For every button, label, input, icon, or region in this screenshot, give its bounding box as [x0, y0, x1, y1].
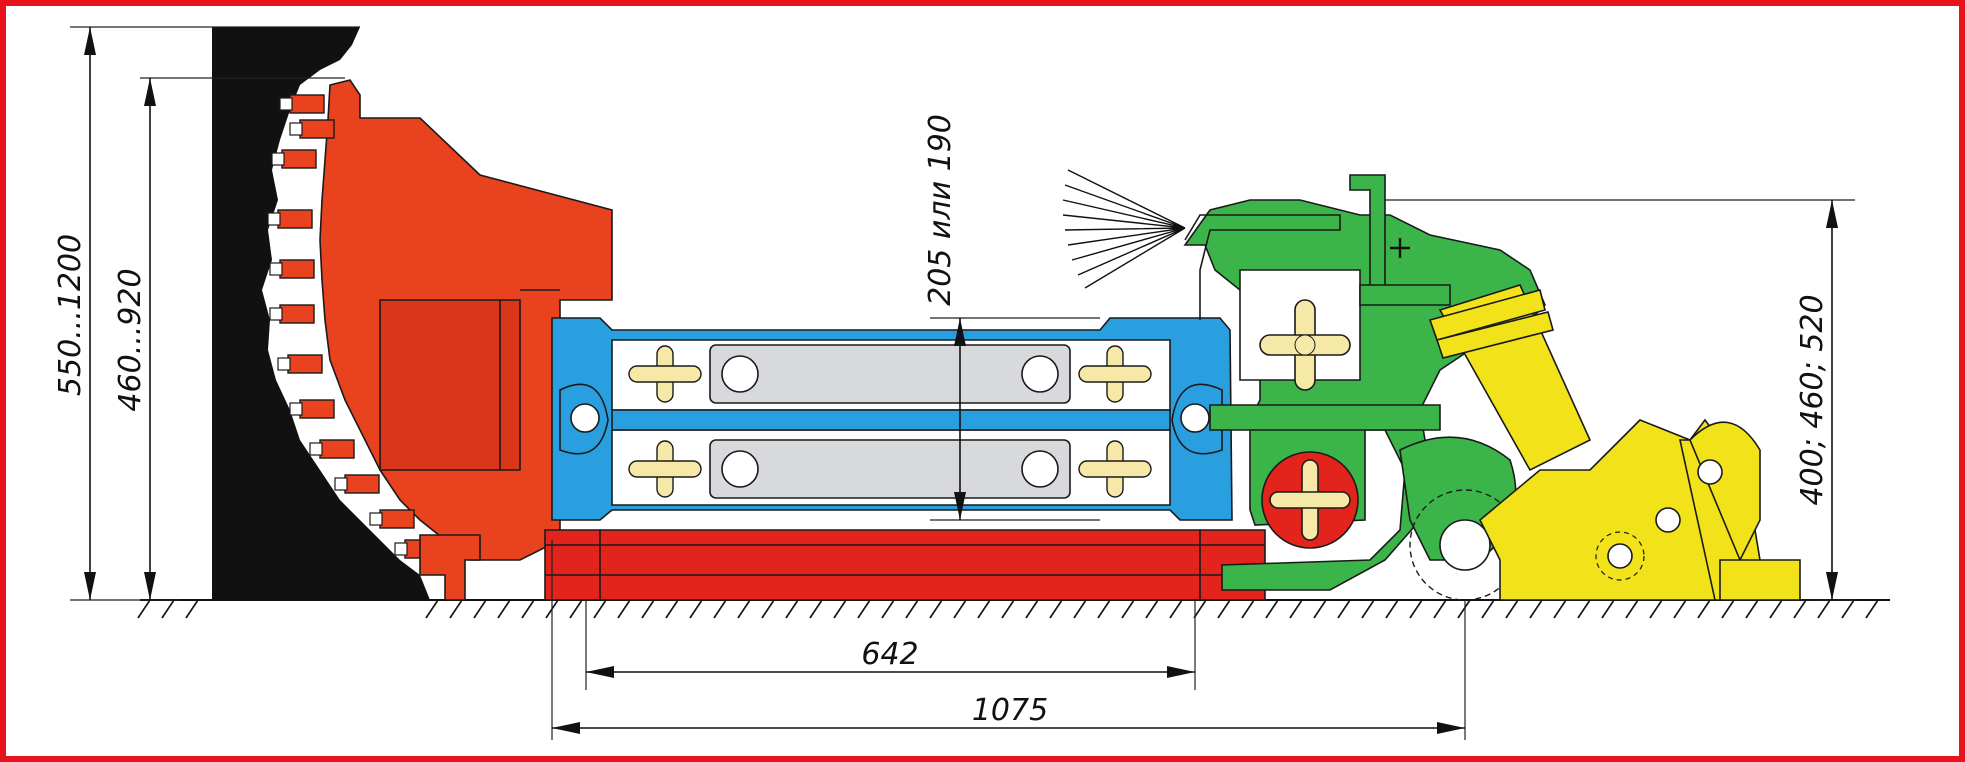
cutter-tooth	[344, 474, 380, 494]
cutter-tooth	[289, 94, 325, 114]
tooth-tip	[394, 542, 408, 556]
tooth-tip	[289, 402, 303, 416]
cutter-tooth	[277, 209, 313, 229]
tooth-tip	[277, 357, 291, 371]
spray-nozzle	[1062, 169, 1186, 289]
tooth-tip	[334, 477, 348, 491]
drive-height-label: 400; 460; 520	[1795, 294, 1830, 505]
chain-bolt-bar	[1078, 460, 1152, 478]
tooth-tip	[289, 122, 303, 136]
tooth-tip	[279, 97, 293, 111]
cutter-tooth	[379, 509, 415, 529]
dim-drive-height: 400; 460; 520	[1385, 199, 1855, 601]
cutting-height-label: 460...920	[113, 268, 148, 411]
conveyor-width-label: 642	[861, 637, 918, 672]
cutter-tooth	[279, 304, 315, 324]
chain-bolt-bar	[628, 365, 702, 383]
overall-width-label: 1075	[972, 693, 1048, 728]
cutter-tooth	[287, 354, 323, 374]
coal-face	[212, 27, 430, 600]
tooth-tip	[271, 152, 285, 166]
tooth-tip	[369, 512, 383, 526]
tooth-tip	[269, 262, 283, 276]
chain-bolt-bar	[628, 460, 702, 478]
cutter-tooth	[281, 149, 317, 169]
dim-cutting-height: 460...920	[113, 77, 345, 600]
chain-height-label: 205 или 190	[923, 114, 958, 306]
scraper-chain	[628, 344, 1152, 499]
base-plate	[544, 529, 1266, 601]
chain-bolt-bar	[1078, 365, 1152, 383]
tooth-tip	[269, 307, 283, 321]
cutter-tooth	[299, 119, 335, 139]
ground-line	[137, 599, 1890, 619]
tooth-tip	[309, 442, 323, 456]
dim-chain-height: 205 или 190	[923, 114, 1100, 521]
cutter-head	[267, 79, 613, 601]
cutter-tooth	[279, 259, 315, 279]
dim-total-height: 550...1200	[53, 26, 360, 601]
total-height-label: 550...1200	[53, 234, 88, 396]
tooth-tip	[267, 212, 281, 226]
cutter-tooth	[319, 439, 355, 459]
hydraulic-cylinder	[1428, 284, 1801, 601]
cutter-teeth	[267, 94, 440, 559]
dim-conveyor-width: 642	[585, 600, 1196, 690]
cross-pins	[1259, 299, 1351, 391]
dim-overall-width: 1075	[551, 540, 1466, 740]
drive-roller	[1261, 451, 1359, 549]
cutter-tooth	[299, 399, 335, 419]
